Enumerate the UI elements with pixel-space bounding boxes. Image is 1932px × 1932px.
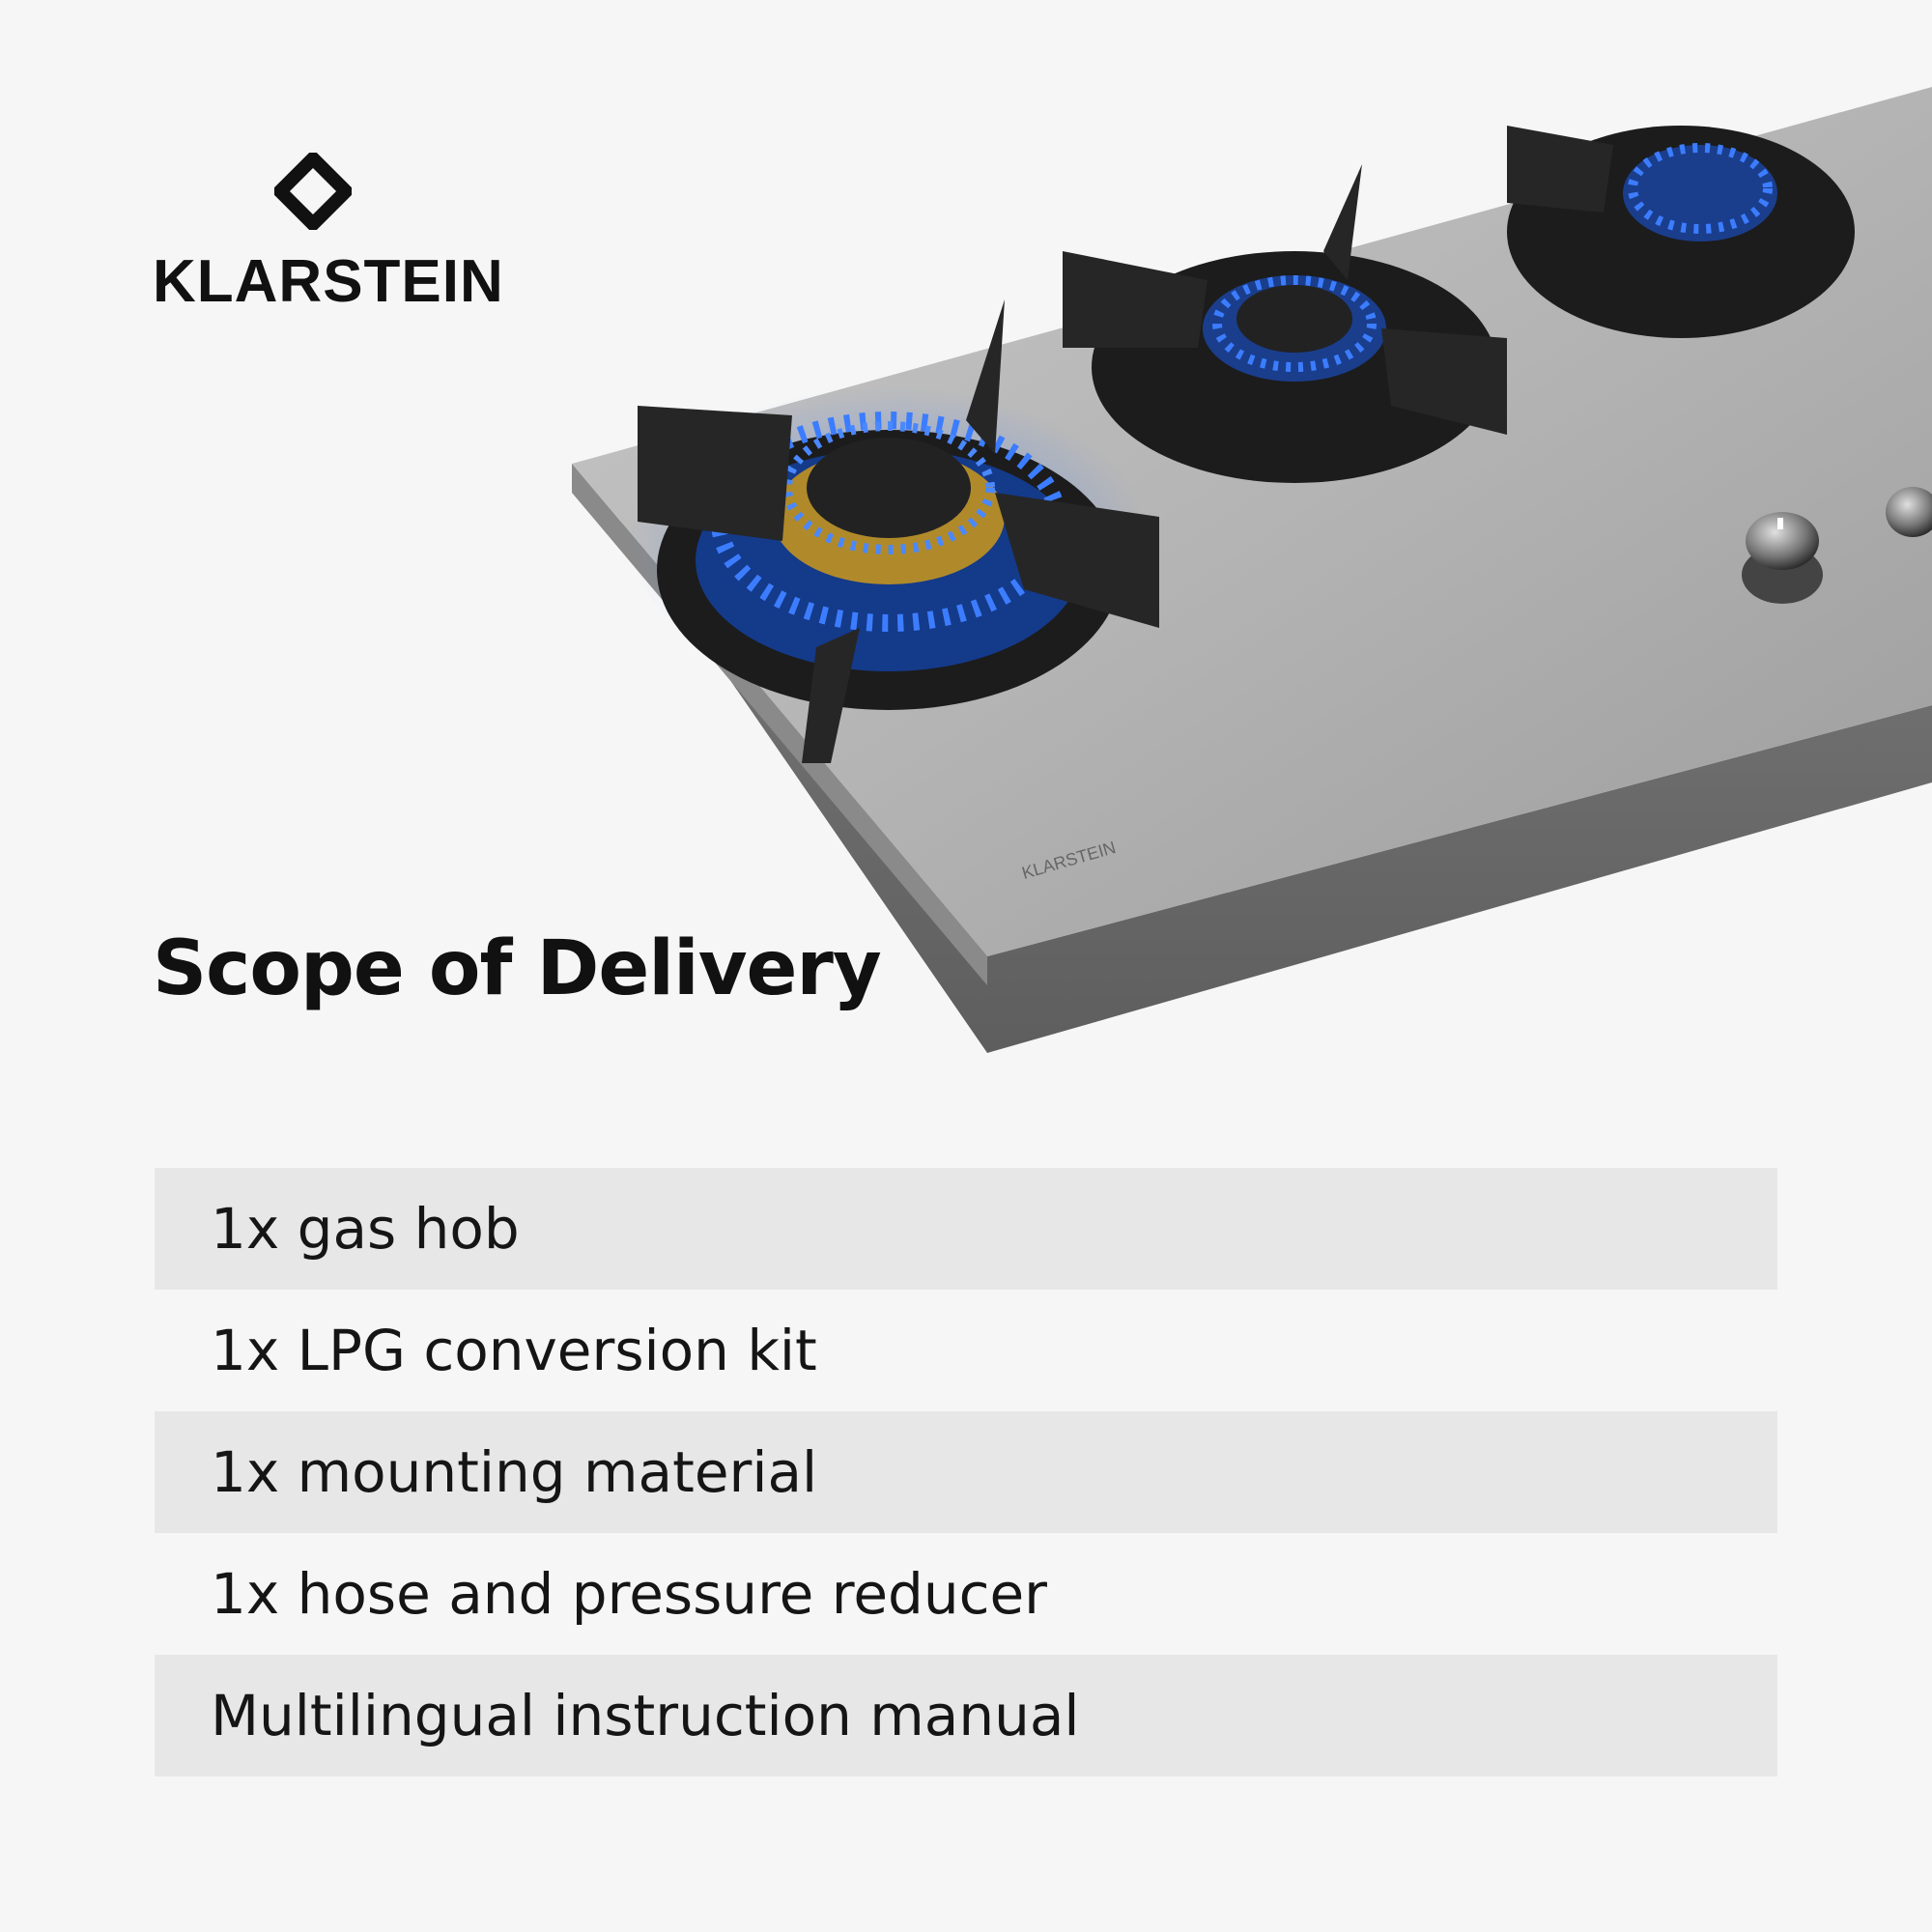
list-item: 1x gas hob xyxy=(155,1168,1777,1290)
delivery-list: 1x gas hob 1x LPG conversion kit 1x moun… xyxy=(155,1168,1777,1776)
control-knobs xyxy=(1742,487,1932,604)
page-title: Scope of Delivery xyxy=(153,925,882,1012)
gas-hob-image: KLARSTEIN xyxy=(572,87,1932,1053)
brand-name: KLARSTEIN xyxy=(153,248,504,315)
list-item: 1x hose and pressure reducer xyxy=(211,1561,1048,1627)
list-item: 1x LPG conversion kit xyxy=(211,1318,817,1383)
list-item: Multilingual instruction manual xyxy=(155,1655,1777,1776)
burner-back-right xyxy=(1507,126,1855,338)
burner-back-middle xyxy=(1063,164,1507,483)
diamond-logo-icon xyxy=(274,153,352,230)
list-item: 1x mounting material xyxy=(155,1411,1777,1533)
burner-front-left xyxy=(628,299,1159,763)
